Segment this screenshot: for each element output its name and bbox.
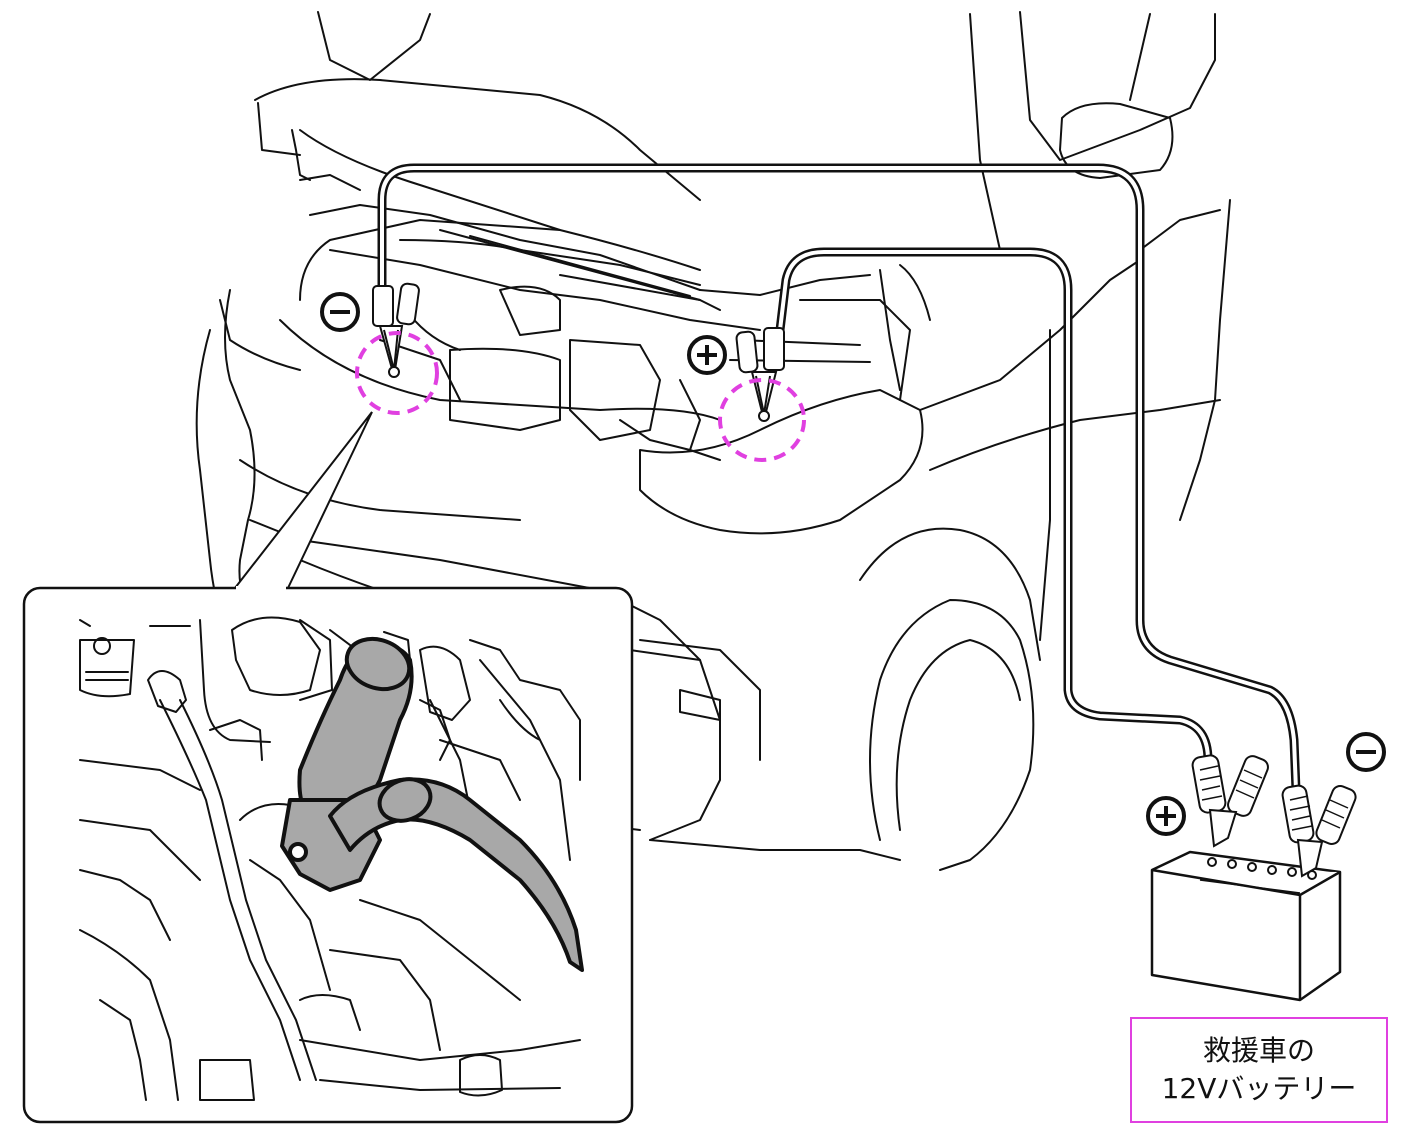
battery-label-line1: 救援車の [1202,1034,1315,1067]
negative-clamp-battery [1281,784,1357,878]
positive-symbol-car [687,335,727,375]
positive-clamp-car [735,327,785,422]
battery-label: 救援車の 12Vバッテリー [1130,1017,1388,1123]
positive-terminal-highlight [718,378,806,462]
positive-clamp-battery [1191,754,1269,848]
clamp-icon [280,636,584,972]
jumper-cable-icon [377,163,1301,795]
negative-clamp-car [372,282,420,378]
negative-symbol-battery [1346,732,1386,772]
positive-symbol-battery [1146,796,1186,836]
battery-label-line2: 12Vバッテリー [1161,1072,1357,1105]
detail-inset [22,411,634,1124]
negative-terminal-highlight [355,331,439,415]
negative-symbol-car [320,292,360,332]
battery-icon [1150,850,1342,1002]
